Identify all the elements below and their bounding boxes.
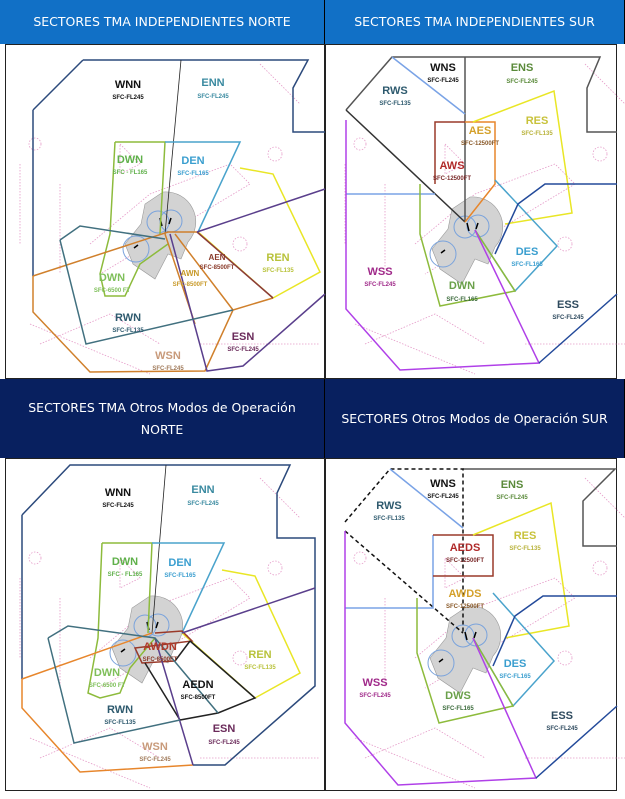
sector-limits: SFC-FL245 <box>546 726 578 732</box>
airport-icon <box>427 605 502 694</box>
header-tma-independientes-norte: SECTORES TMA INDEPENDIENTES NORTE <box>0 0 325 44</box>
sector-labels-1: WNN SFC-FL245 ENN SFC-FL245 DWN SFC - FL165… <box>94 77 295 372</box>
header-otros-modos-sur: SECTORES Otros Modos de Operación SUR <box>325 379 625 458</box>
sector-label: ESN <box>232 331 255 343</box>
sector-label: WNN <box>105 487 131 499</box>
sector-label: ENN <box>191 484 214 496</box>
sector-limits: SFC-FL165 <box>442 706 474 712</box>
sector-limits: SFC-FL165 <box>164 573 196 579</box>
sector-limits: SFC-FL245 <box>102 503 134 509</box>
sector-limits: SFC-FL245 <box>152 366 184 372</box>
sector-label: DES <box>516 246 539 258</box>
sector-label: ESN <box>213 723 236 735</box>
sector-label: AES <box>469 125 492 137</box>
sector-limits: SFC-FL245 <box>506 79 538 85</box>
sector-limits: SFC-12500FT <box>446 558 484 564</box>
sector-limits: SFC-8500FT <box>181 695 216 701</box>
sector-label: AEDN <box>182 679 213 691</box>
sector-label: REN <box>248 649 271 661</box>
sector-limits: SFC-6500 FT <box>89 683 126 689</box>
sector-limits: SFC-FL245 <box>208 740 240 746</box>
sector-limits: SFC - FL165 <box>108 572 143 578</box>
sector-label: ENS <box>501 479 524 491</box>
header-otros-modos-norte: SECTORES TMA Otros Modos de Operación NO… <box>0 379 325 458</box>
sector-map-2 <box>344 56 625 375</box>
sector-limits: SFC-FL245 <box>227 347 259 353</box>
sector-limits: SFC-FL135 <box>373 516 405 522</box>
sector-limits: SFC-FL245 <box>427 78 459 84</box>
sector-limits: SFC-12500FT <box>461 141 499 147</box>
sector-label: RWN <box>107 704 133 716</box>
sector-limits: SFC-FL135 <box>262 268 294 274</box>
sector-map-1 <box>19 59 326 375</box>
sector-label: RWS <box>376 500 401 512</box>
sector-label: DEN <box>168 557 191 569</box>
sector-label: AWS <box>439 160 464 172</box>
sector-limits: SFC-FL245 <box>552 315 584 321</box>
sector-limits: SFC-FL245 <box>112 95 144 101</box>
sector-limits: SFC-FL165 <box>177 171 209 177</box>
sector-limits: SFC-8500FT <box>173 282 208 288</box>
sector-limits: SFC-FL135 <box>521 131 553 137</box>
sector-label: ESS <box>557 299 579 311</box>
sector-label: WNN <box>115 79 141 91</box>
sector-limits: SFC-6500 FT <box>94 288 131 294</box>
sector-label: WSN <box>142 741 168 753</box>
sector-label: AWDS <box>449 588 482 600</box>
sector-limits: SFC-FL135 <box>509 546 541 552</box>
sector-label: RES <box>514 530 537 542</box>
sector-map-4 <box>344 468 625 789</box>
sector-label: AWN <box>181 269 200 278</box>
sector-label: ESS <box>551 710 573 722</box>
sector-limits: SFC-12500FT <box>446 604 484 610</box>
sector-label: DWN <box>449 280 475 292</box>
sector-label: AWDN <box>143 641 177 653</box>
sector-limits: SFC-FL245 <box>139 757 171 763</box>
sector-limits: SFC-FL245 <box>187 501 219 507</box>
sector-limits: SFC - FL165 <box>113 170 148 176</box>
sector-label: WNS <box>430 62 456 74</box>
sector-label: WSS <box>362 677 387 689</box>
sector-labels-2: WNS SFC-FL245 ENS SFC-FL245 RWS SFC-FL135 R… <box>364 62 584 321</box>
sector-limits: SFC-FL245 <box>197 94 229 100</box>
sector-label: DES <box>504 658 527 670</box>
sector-label: ENS <box>511 62 534 74</box>
sector-label: DWN <box>99 272 125 284</box>
sector-map-3 <box>19 464 321 789</box>
sector-limits: SFC-FL245 <box>427 494 459 500</box>
sector-labels-3: WNN SFC-FL245 ENN SFC-FL245 DWN SFC - FL165… <box>89 484 277 763</box>
sector-limits: SFC-FL245 <box>359 693 391 699</box>
sector-label: RWS <box>382 85 407 97</box>
sector-label: REN <box>266 252 289 264</box>
sector-label: ENN <box>201 77 224 89</box>
sector-limits: SFC-12500FT <box>433 176 471 182</box>
sector-limits: SFC-FL165 <box>511 262 543 268</box>
sector-limits: SFC-FL135 <box>379 101 411 107</box>
sector-label: AEN <box>209 253 226 262</box>
sector-limits: SFC-8500FT <box>143 657 178 663</box>
sector-label: DWN <box>94 667 120 679</box>
sector-limits: SFC-8500FT <box>200 265 235 271</box>
sector-label: WSS <box>367 266 392 278</box>
sector-label: DWS <box>445 690 471 702</box>
sector-label: WSN <box>155 350 181 362</box>
sector-limits: SFC-FL135 <box>244 665 276 671</box>
sector-label: DEN <box>181 155 204 167</box>
sector-label: DWN <box>112 556 138 568</box>
sector-labels-4: WNS SFC-FL245 ENS SFC-FL245 RWS SFC-FL135 R… <box>359 478 578 732</box>
sector-limits: SFC-FL135 <box>104 720 136 726</box>
header-tma-independientes-sur: SECTORES TMA INDEPENDIENTES SUR <box>325 0 625 44</box>
sector-limits: SFC-FL165 <box>499 674 531 680</box>
sector-label: DWN <box>117 154 143 166</box>
sector-label: WNS <box>430 478 456 490</box>
airport-icon <box>109 595 184 684</box>
sector-label: RWN <box>115 312 141 324</box>
sector-limits: SFC-FL135 <box>112 328 144 334</box>
sector-limits: SFC-FL165 <box>446 297 478 303</box>
airport-icon <box>429 196 504 285</box>
sector-label: RES <box>526 115 549 127</box>
sector-limits: SFC-FL245 <box>364 282 396 288</box>
sector-label: AEDS <box>450 542 481 554</box>
sector-limits: SFC-FL245 <box>496 495 528 501</box>
